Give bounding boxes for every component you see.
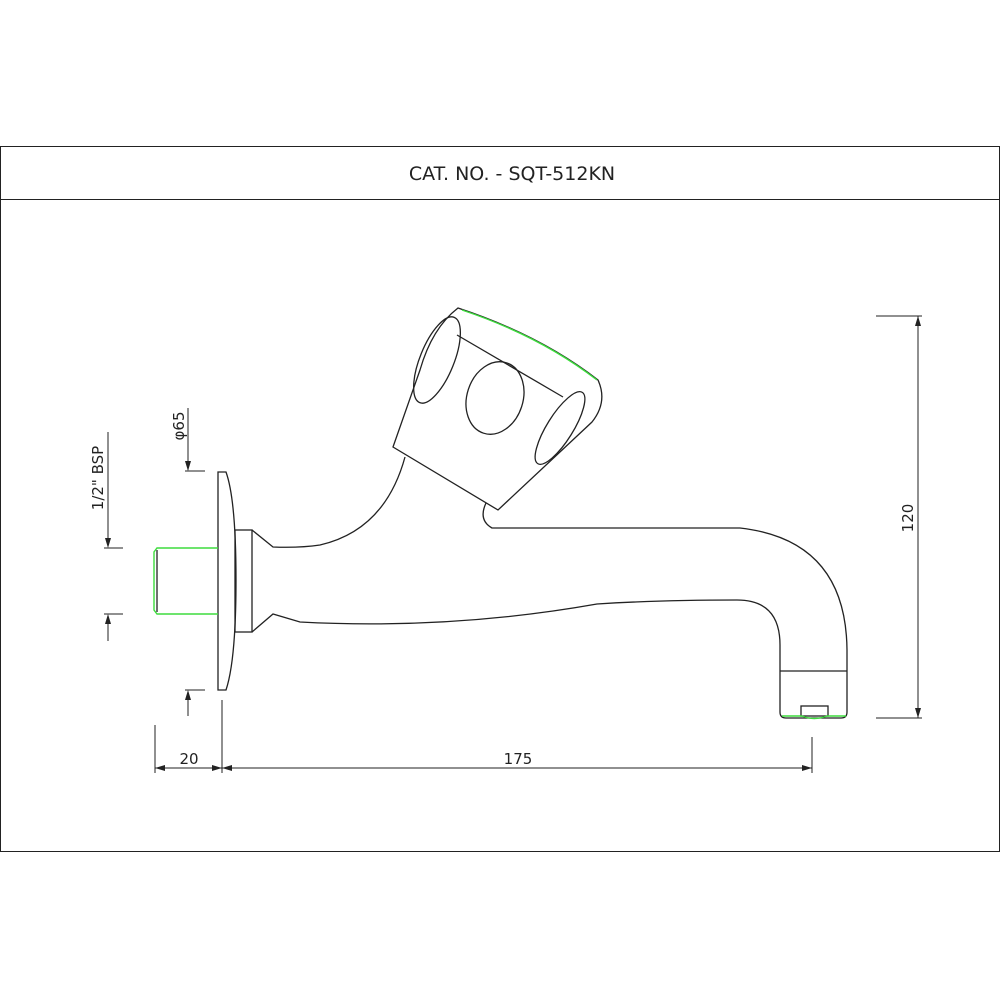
thread-size-label: 1/2" BSP bbox=[89, 446, 107, 510]
drawing-frame bbox=[0, 146, 1000, 852]
thread-length-label: 20 bbox=[179, 750, 198, 768]
height-label: 120 bbox=[899, 504, 917, 533]
inlet-thread bbox=[153, 547, 218, 615]
arrow-icon bbox=[185, 461, 191, 471]
aerator-outlet bbox=[800, 705, 829, 717]
wall-flange bbox=[217, 471, 237, 691]
spout-reach-label: 175 bbox=[504, 750, 533, 768]
aerator-bottom bbox=[782, 715, 846, 720]
knob-outline bbox=[392, 307, 603, 511]
knob-inner-line bbox=[456, 334, 564, 398]
dimension-lines: 1/2" BSP φ65 20 175 120 bbox=[89, 315, 922, 773]
arrow-icon bbox=[185, 690, 191, 700]
arrow-icon bbox=[105, 614, 111, 624]
tap-drawing bbox=[153, 307, 848, 720]
knob-top-edge bbox=[461, 309, 598, 381]
flange-diameter-label: φ65 bbox=[170, 412, 188, 441]
arrow-icon bbox=[105, 538, 111, 548]
knob-grip-right bbox=[534, 391, 586, 465]
knob-grip-middle bbox=[465, 361, 525, 435]
collar bbox=[234, 529, 253, 633]
body-upper-outline bbox=[251, 456, 406, 548]
catalog-title: CAT. NO. - SQT-512KN bbox=[409, 163, 615, 185]
knob-grip-left bbox=[412, 316, 462, 404]
spout-upper-outline bbox=[251, 502, 848, 719]
